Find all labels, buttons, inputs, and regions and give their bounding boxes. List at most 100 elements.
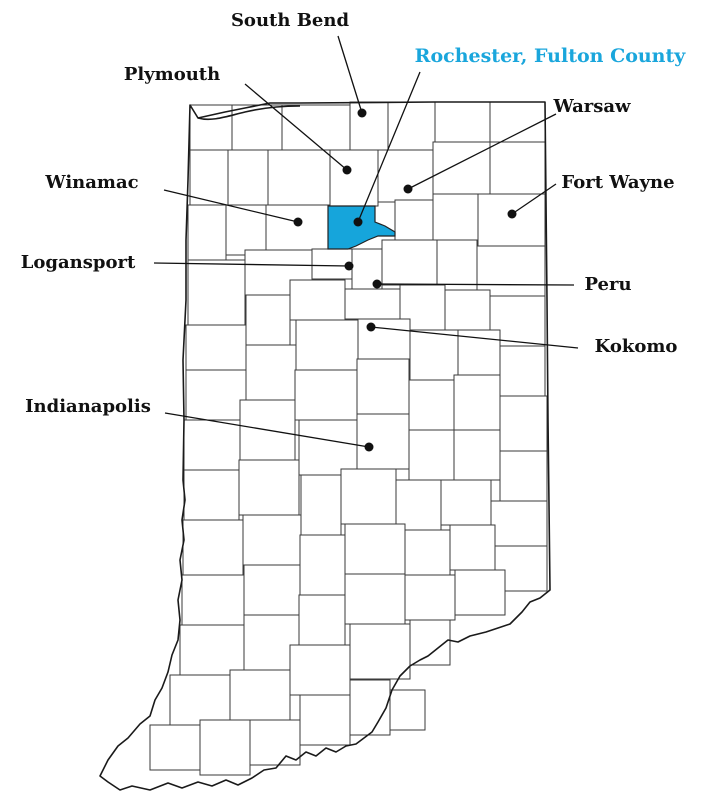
county-46 <box>408 379 455 431</box>
county-51 <box>298 419 358 476</box>
city-label-fort-wayne: Fort Wayne <box>561 172 674 193</box>
city-label-peru: Peru <box>584 274 631 295</box>
county-44 <box>294 369 358 421</box>
county-3 <box>281 104 351 156</box>
county-26 <box>436 239 478 291</box>
county-20 <box>477 193 546 247</box>
county-55 <box>499 450 548 502</box>
city-label-south-bend: South Bend <box>231 10 350 31</box>
county-68 <box>449 524 496 571</box>
county-21 <box>187 259 246 326</box>
city-label-winamac: Winamac <box>44 172 138 193</box>
county-14 <box>489 141 546 195</box>
county-59 <box>340 468 397 525</box>
county-25 <box>381 239 438 286</box>
county-85 <box>349 679 391 736</box>
county-64 <box>243 564 301 616</box>
city-label-warsaw: Warsaw <box>552 96 631 117</box>
city-dot-plymouth <box>342 165 352 175</box>
county-48 <box>499 395 548 452</box>
county-35 <box>185 369 247 421</box>
county-86 <box>389 689 426 731</box>
county-79 <box>349 623 411 680</box>
county-50 <box>238 459 300 516</box>
county-62 <box>490 500 548 547</box>
county-33 <box>444 289 491 331</box>
county-29 <box>245 294 291 346</box>
city-label-plymouth: Plymouth <box>124 64 220 85</box>
city-dot-warsaw <box>403 184 413 194</box>
county-11 <box>329 149 379 207</box>
county-70 <box>179 624 245 676</box>
county-12 <box>377 149 434 203</box>
city-peru: Peru <box>372 274 632 295</box>
county-65 <box>299 534 346 596</box>
city-dot-winamac <box>293 217 303 227</box>
lake-michigan-shore <box>197 105 301 121</box>
county-41 <box>499 345 546 397</box>
state-outline <box>99 101 551 791</box>
leader-line-rochester <box>357 71 421 223</box>
county-47 <box>453 374 501 431</box>
city-kokomo: Kokomo <box>366 322 678 357</box>
city-dot-south-bend <box>357 108 367 118</box>
county-60 <box>395 479 442 531</box>
county-8 <box>189 149 229 206</box>
county-39 <box>409 329 459 381</box>
county-27 <box>476 245 546 297</box>
county-58 <box>300 474 342 536</box>
county-54 <box>453 429 501 481</box>
city-label-rochester: Rochester, Fulton County <box>415 45 687 67</box>
leader-line-indianapolis <box>164 412 370 448</box>
county-75 <box>454 569 506 616</box>
county-5 <box>387 101 436 151</box>
county-80 <box>409 619 451 666</box>
county-15 <box>187 204 227 261</box>
leader-line-plymouth <box>244 83 348 171</box>
county-2 <box>231 104 283 151</box>
leader-line-fort-wayne <box>511 183 557 215</box>
county-53 <box>408 429 455 481</box>
county-72 <box>298 594 346 646</box>
city-rochester: Rochester, Fulton County <box>353 45 687 227</box>
county-36 <box>245 344 297 401</box>
county-84 <box>299 694 351 746</box>
city-indianapolis: Indianapolis <box>25 396 374 452</box>
city-south-bend: South Bend <box>231 10 367 118</box>
county-9 <box>227 149 269 206</box>
county-18 <box>394 199 434 241</box>
county-82 <box>199 719 251 776</box>
city-label-logansport: Logansport <box>21 252 136 273</box>
county-10 <box>267 149 331 206</box>
county-6 <box>434 101 491 143</box>
leader-line-warsaw <box>407 113 557 190</box>
county-45 <box>356 358 410 415</box>
city-dot-kokomo <box>366 322 376 332</box>
county-61 <box>440 479 492 526</box>
county-19 <box>432 193 479 241</box>
leader-line-winamac <box>163 189 299 223</box>
city-dot-peru <box>372 279 382 289</box>
county-52 <box>356 413 410 470</box>
city-dot-rochester <box>353 217 363 227</box>
county-37 <box>295 319 359 371</box>
city-fort-wayne: Fort Wayne <box>507 172 675 219</box>
city-label-kokomo: Kokomo <box>595 336 678 357</box>
county-57 <box>242 514 302 566</box>
city-plymouth: Plymouth <box>124 64 352 175</box>
county-66 <box>344 523 406 575</box>
city-dot-fort-wayne <box>507 209 517 219</box>
county-30 <box>289 279 346 321</box>
county-56 <box>182 519 244 576</box>
county-49 <box>183 469 240 521</box>
county-grid <box>149 101 548 776</box>
city-winamac: Winamac <box>44 172 303 227</box>
leader-line-peru <box>376 283 575 286</box>
county-13 <box>432 141 491 195</box>
county-7 <box>489 101 546 143</box>
county-38 <box>357 318 411 360</box>
fulton-county-highlight <box>327 205 396 250</box>
city-logansport: Logansport <box>21 252 354 273</box>
